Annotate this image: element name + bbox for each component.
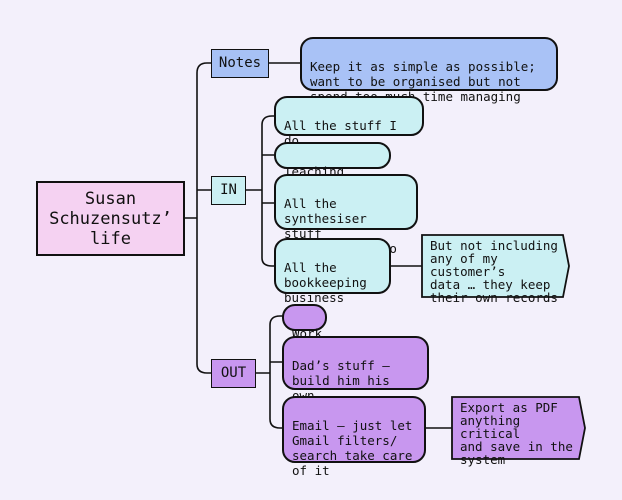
callout-books-note[interactable]: But not including any of my customer’s d… — [421, 234, 570, 304]
link-root-branches — [184, 62, 212, 374]
branch-notes[interactable]: Notes — [211, 49, 269, 78]
leaf-notes-main[interactable]: Keep it as simple as possible; want to b… — [300, 37, 558, 119]
leaf-in-books[interactable]: All the bookkeeping business stuff — [274, 238, 391, 320]
callout-email-shape — [451, 396, 586, 460]
callout-books-text: But not including any of my customer’s d… — [430, 238, 558, 305]
leaf-in-music[interactable]: Teaching music — [274, 142, 391, 194]
link-in-leaves — [245, 115, 275, 267]
root-label: Susan Schuzensutz’ life — [49, 188, 172, 249]
leaf-in-synth[interactable]: All the synthesiser stuff inc. the studi… — [274, 174, 418, 256]
leaf-out-email[interactable]: Email – just let Gmail filters/ search t… — [282, 396, 426, 478]
leaf-out-work[interactable]: Work — [282, 304, 327, 341]
leaf-out-dad[interactable]: Dad’s stuff – build him his own system — [282, 336, 429, 418]
branch-out-label: OUT — [220, 365, 247, 381]
link-out-leaves — [255, 315, 283, 429]
branch-out[interactable]: OUT — [211, 359, 256, 388]
root-node[interactable]: Susan Schuzensutz’ life — [36, 181, 185, 256]
branch-in[interactable]: IN — [211, 176, 246, 205]
leaf-out-email-text: Email – just let Gmail filters/ search t… — [292, 418, 413, 478]
branch-in-label: IN — [220, 182, 237, 198]
leaf-in-home[interactable]: All the stuff I do at home — [274, 96, 424, 163]
branch-notes-label: Notes — [218, 55, 262, 71]
callout-books-shape — [421, 234, 570, 298]
callout-email-note[interactable]: Export as PDF anything critical and save… — [451, 396, 586, 466]
callout-email-text: Export as PDF anything critical and save… — [460, 400, 573, 467]
